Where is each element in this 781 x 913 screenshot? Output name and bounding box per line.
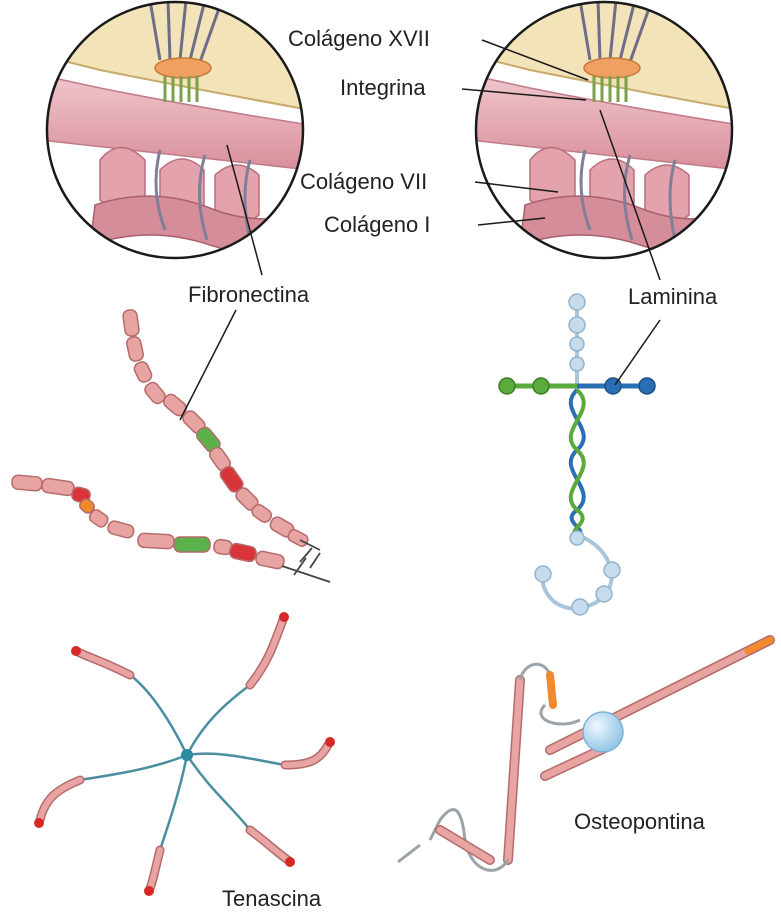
laminin-molecule [499, 294, 655, 615]
label-tenascina: Tenascina [222, 886, 322, 911]
tenascin-molecule [34, 612, 335, 896]
label-colageno-xvii: Colágeno XVII [288, 26, 430, 51]
label-fibronectina: Fibronectina [188, 282, 310, 307]
label-laminina: Laminina [628, 284, 718, 309]
osteopontin-molecule [398, 640, 770, 870]
label-colageno-vii: Colágeno VII [300, 169, 427, 194]
label-integrina: Integrina [340, 75, 426, 100]
label-osteopontina: Osteopontina [574, 809, 706, 834]
fibronectin-molecule [11, 309, 330, 582]
magnifier-left [40, 0, 310, 260]
label-colageno-i: Colágeno I [324, 212, 430, 237]
